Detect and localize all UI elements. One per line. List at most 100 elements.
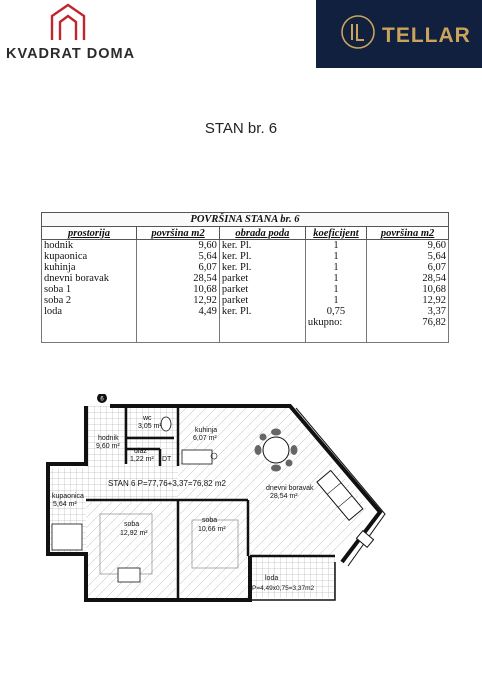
cell-floor: ker. Pl. bbox=[218, 262, 306, 273]
cell-coef: 0,75 bbox=[304, 306, 368, 317]
header-net: površina m2 bbox=[366, 226, 449, 240]
house-icon bbox=[50, 3, 86, 40]
cell-area: 10,68 bbox=[136, 284, 220, 295]
cell-area: 4,49 bbox=[136, 306, 220, 317]
cell-floor: ker. Pl. bbox=[218, 239, 306, 251]
table-row: kupaonica 5,64 ker. Pl. 1 5,64 bbox=[40, 251, 449, 262]
table-caption-row: POVRŠINA STANA br. 6 bbox=[41, 212, 449, 227]
tellar-logo: TELLAR bbox=[316, 0, 482, 68]
label-loda: loda bbox=[265, 575, 278, 582]
label-ulaz: ulaz bbox=[134, 448, 147, 455]
entrance-marker-icon bbox=[97, 394, 107, 403]
bedroom2-floor bbox=[180, 502, 248, 598]
label-wc: wc bbox=[142, 415, 152, 422]
cell-floor: parket bbox=[218, 295, 306, 306]
total-value: 76,82 bbox=[366, 317, 449, 328]
cell-coef: 1 bbox=[304, 284, 368, 295]
cell-area: 5,64 bbox=[136, 251, 220, 262]
table-row: kuhinja 6,07 ker. Pl. 1 6,07 bbox=[40, 262, 449, 273]
label-ulaz-area: 1,22 m² bbox=[130, 456, 154, 463]
armchair-icon bbox=[355, 529, 375, 549]
bed-icon bbox=[191, 519, 239, 569]
table-row: hodnik 9,60 ker. Pl. 1 9,60 bbox=[40, 239, 449, 251]
kvadrat-doma-text: KVADRAT DOMA bbox=[6, 46, 136, 62]
label-kuhinja-area: 6,07 m² bbox=[193, 435, 217, 442]
label-soba1-area: 12,92 m² bbox=[120, 530, 148, 537]
bathtub-icon bbox=[51, 523, 83, 551]
cell-net: 28,54 bbox=[366, 273, 449, 284]
loggia-floor bbox=[250, 556, 335, 598]
entrance-marker-label: 6 bbox=[100, 397, 104, 403]
dining-table-icon bbox=[254, 428, 298, 472]
interior-walls bbox=[86, 406, 335, 600]
label-wc-area: 3,05 m² bbox=[138, 423, 162, 430]
label-soba2-area: 10,66 m² bbox=[198, 526, 226, 533]
table-total-row: ukupno: 76,82 bbox=[40, 317, 449, 328]
outer-wall-left bbox=[46, 406, 252, 602]
cell-floor: parket bbox=[218, 273, 306, 284]
apartment-title: STAN br. 6 bbox=[204, 120, 278, 137]
area-table: POVRŠINA STANA br. 6 prostorija površina… bbox=[40, 212, 449, 343]
cell-area: 9,60 bbox=[136, 239, 220, 251]
loggia-railing bbox=[250, 562, 336, 601]
label-kuhinja: kuhinja bbox=[195, 427, 217, 434]
cell-net: 9,60 bbox=[366, 239, 449, 251]
cell-coef: 1 bbox=[304, 262, 368, 273]
cell-net: 10,68 bbox=[366, 284, 449, 295]
cell-room: dnevni boravak bbox=[40, 273, 138, 284]
label-boravak: dnevni boravak bbox=[266, 485, 314, 492]
floor-plan: 6 hodnik 9,60 m² wc 3,05 m² kuhinja 6,07… bbox=[46, 394, 386, 602]
sofa-icon bbox=[316, 469, 364, 522]
label-hodnik-area: 9,60 m² bbox=[96, 443, 120, 450]
label-soba2: soba bbox=[202, 517, 217, 524]
table-row: dnevni boravak 28,54 parket 1 28,54 bbox=[40, 273, 449, 284]
cell-floor: ker. Pl. bbox=[218, 306, 306, 317]
label-loda-area: P=4,49x0,75=3,37m2 bbox=[252, 585, 315, 592]
table-header-row: prostorija površina m2 obrada poda koefi… bbox=[40, 226, 449, 240]
cell-net: 6,07 bbox=[366, 262, 449, 273]
cell-net: 12,92 bbox=[366, 295, 449, 306]
cell-net: 5,64 bbox=[366, 251, 449, 262]
label-hodnik: hodnik bbox=[98, 435, 119, 442]
toilet-icon bbox=[160, 416, 172, 432]
cell-coef: 1 bbox=[304, 273, 368, 284]
label-kupaonica-area: 5,64 m² bbox=[53, 501, 77, 508]
cell-room: loda bbox=[40, 306, 138, 317]
table-row: soba 2 12,92 parket 1 12,92 bbox=[40, 295, 449, 306]
tellar-emblem-icon bbox=[341, 15, 375, 49]
label-soba1: soba bbox=[124, 521, 139, 528]
cell-area: 12,92 bbox=[136, 295, 220, 306]
plan-summary: STAN 6 P=77,76+3,37=76,82 m2 bbox=[108, 479, 226, 488]
cell-floor: parket bbox=[218, 284, 306, 295]
table-caption: POVRŠINA STANA br. 6 bbox=[41, 212, 449, 227]
cell-area: 28,54 bbox=[136, 273, 220, 284]
total-label: ukupno: bbox=[304, 317, 368, 328]
cell-floor: ker. Pl. bbox=[218, 251, 306, 262]
cell-coef: 1 bbox=[304, 239, 368, 251]
header-coef: koeficijent bbox=[304, 226, 368, 240]
kitchen-counter-icon bbox=[181, 449, 213, 465]
header-room: prostorija bbox=[40, 226, 138, 240]
label-boravak-area: 28,54 m² bbox=[270, 493, 298, 500]
cell-room: soba 2 bbox=[40, 295, 138, 306]
table-spacer-row bbox=[40, 328, 449, 343]
header-floor: obrada poda bbox=[218, 226, 306, 240]
facade-line bbox=[295, 407, 386, 567]
desk-icon bbox=[117, 567, 141, 583]
cell-net: 3,37 bbox=[366, 306, 449, 317]
cell-area: 6,07 bbox=[136, 262, 220, 273]
sink-icon bbox=[210, 452, 218, 460]
cell-room: hodnik bbox=[40, 239, 138, 251]
kvadrat-doma-logo: KVADRAT DOMA bbox=[6, 0, 146, 70]
cell-room: kuhinja bbox=[40, 262, 138, 273]
tellar-text: TELLAR bbox=[382, 24, 471, 47]
table-row: loda 4,49 ker. Pl. 0,75 3,37 bbox=[40, 306, 449, 317]
cell-coef: 1 bbox=[304, 251, 368, 262]
cell-coef: 1 bbox=[304, 295, 368, 306]
bedroom1-floor bbox=[86, 502, 176, 598]
cell-room: soba 1 bbox=[40, 284, 138, 295]
label-dt: DT bbox=[162, 456, 172, 463]
label-kupaonica: kupaonica bbox=[52, 493, 84, 500]
living-floor bbox=[178, 406, 370, 556]
table-row: soba 1 10,68 parket 1 10,68 bbox=[40, 284, 449, 295]
